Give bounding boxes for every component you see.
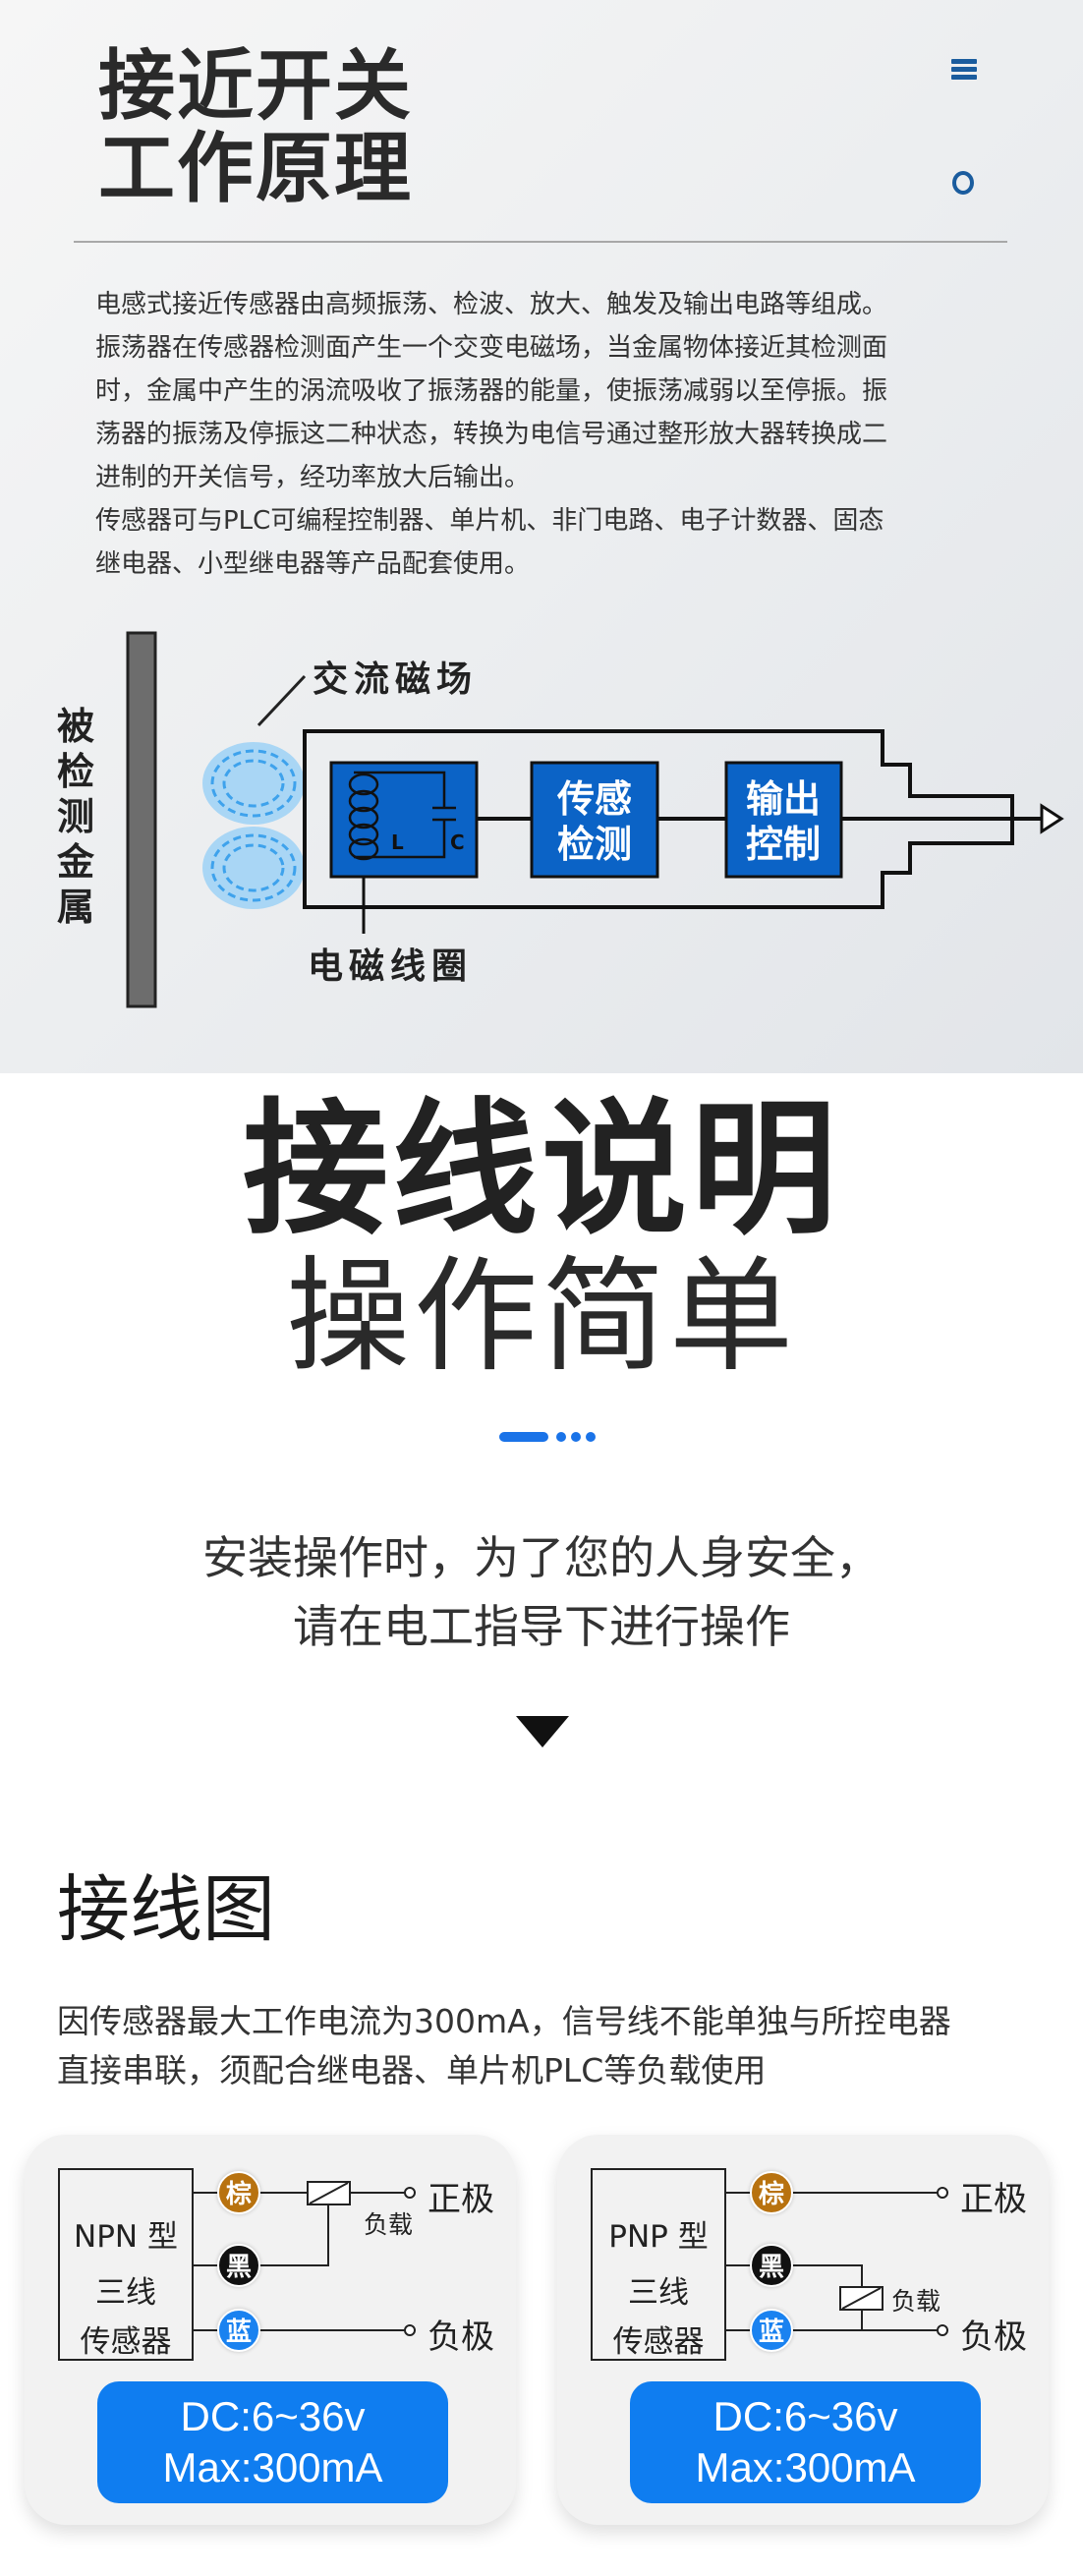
coil-icon xyxy=(348,773,379,861)
spec-box: DC:6~36v Max:300mA xyxy=(97,2381,448,2503)
lc-circuit xyxy=(354,771,456,859)
principle-paragraph: 电感式接近传感器由高频振荡、检波、放大、触发及输出电路等组成。 振荡器在传感器检… xyxy=(95,283,1019,586)
wiring-subheadline: 操作简单 xyxy=(286,1244,797,1389)
metal-label: 被检测金属 xyxy=(57,705,95,929)
metal-plate xyxy=(126,631,157,1008)
pnp-wiring-lines xyxy=(591,2168,948,2361)
wiring-note-line-2: 直接串联，须配合继电器、单片机PLC等负载使用 xyxy=(57,2051,767,2089)
output-block-line-1: 输出 xyxy=(746,777,821,821)
current-spec: Max:300mA xyxy=(162,2444,383,2490)
sensor-word: 传感器 xyxy=(80,2324,172,2360)
inductor-label: L xyxy=(391,830,404,854)
spec-box: DC:6~36v Max:300mA xyxy=(630,2381,981,2503)
principle-title-line-1: 接近开关 xyxy=(98,42,414,131)
divider xyxy=(74,241,1007,243)
load-label: 负载 xyxy=(364,2210,414,2239)
principle-title-line-2: 工作原理 xyxy=(98,125,414,213)
output-block-line-2: 控制 xyxy=(746,823,821,866)
black-wire-badge: 黑 xyxy=(217,2244,260,2287)
paragraph-line: 荡器的振荡及停振这二种状态，转换为电信号通过整形放大器转换成二 xyxy=(95,420,888,449)
wiring-note-line-1: 因传感器最大工作电流为300mA，信号线不能单独与所控电器 xyxy=(57,2002,951,2040)
proximity-switch-diagram: L C 传感 检测 输出 控制 xyxy=(126,631,1064,1008)
paragraph-line: 电感式接近传感器由高频振荡、检波、放大、触发及输出电路等组成。 xyxy=(95,290,888,319)
brown-wire-badge: 棕 xyxy=(750,2171,793,2214)
principle-section xyxy=(0,0,1083,1073)
sensor-word: 传感器 xyxy=(612,2324,705,2360)
voltage-spec: DC:6~36v xyxy=(180,2393,366,2439)
paragraph-line: 继电器、小型继电器等产品配套使用。 xyxy=(95,549,531,579)
terminal-icon xyxy=(937,2324,948,2336)
capacitor-label: C xyxy=(450,830,465,854)
sensor-lines: 三线 xyxy=(628,2275,689,2311)
field-label: 交流磁场 xyxy=(313,659,479,700)
sense-block-line-1: 传感 xyxy=(556,777,632,821)
paragraph-line: 时，金属中产生的涡流吸收了振荡器的能量，使振荡减弱以至停振。振 xyxy=(95,376,888,406)
load-label: 负载 xyxy=(891,2287,941,2316)
chevron-down-icon xyxy=(516,1716,569,1747)
paragraph-line: 振荡器在传感器检测面产生一个交变电磁场，当金属物体接近其检测面 xyxy=(95,333,888,363)
paragraph-line: 传感器可与PLC可编程控制器、单片机、非门电路、电子计数器、固态 xyxy=(95,506,884,536)
pnp-wiring-card: PNP 型 三线 传感器 棕 黑 蓝 正极 负极 负载 DC:6~36v Max… xyxy=(557,2135,1049,2525)
negative-label: 负极 xyxy=(428,2318,494,2357)
positive-label: 正极 xyxy=(428,2180,494,2219)
output-arrow-icon xyxy=(1040,803,1064,834)
terminal-icon xyxy=(404,2324,416,2336)
black-wire-badge: 黑 xyxy=(750,2244,793,2287)
field-leader-line xyxy=(256,674,307,727)
npn-wiring-card: NPN 型 三线 传感器 棕 黑 蓝 正极 负极 负载 DC:6~36v Max… xyxy=(25,2135,516,2525)
blue-wire-badge: 蓝 xyxy=(217,2309,260,2352)
sensor-type: PNP 型 xyxy=(608,2219,709,2255)
terminal-icon xyxy=(404,2187,416,2199)
safety-line-2: 请在电工指导下进行操作 xyxy=(293,1600,790,1653)
sense-block xyxy=(530,761,659,879)
output-block xyxy=(724,761,843,879)
voltage-spec: DC:6~36v xyxy=(712,2393,898,2439)
wiring-title: 接线图 xyxy=(57,1867,275,1952)
sensor-type: NPN 型 xyxy=(74,2219,178,2255)
sense-block-line-2: 检测 xyxy=(557,823,632,866)
terminal-icon xyxy=(937,2187,948,2199)
sensor-lines: 三线 xyxy=(95,2275,156,2311)
brown-wire-badge: 棕 xyxy=(217,2171,260,2214)
circle-icon xyxy=(952,171,974,195)
coil-label: 电磁线圈 xyxy=(308,946,474,987)
wiring-headline: 接线说明 xyxy=(243,1085,840,1254)
negative-label: 负极 xyxy=(960,2318,1027,2357)
positive-label: 正极 xyxy=(960,2180,1027,2219)
menu-icon[interactable] xyxy=(951,59,977,83)
section-dots-icon xyxy=(499,1432,596,1442)
blue-wire-badge: 蓝 xyxy=(750,2309,793,2352)
paragraph-line: 进制的开关信号，经功率放大后输出。 xyxy=(95,463,531,492)
sensor-housing xyxy=(303,729,1014,909)
magnetic-field-icon xyxy=(202,742,305,909)
current-spec: Max:300mA xyxy=(695,2444,916,2490)
safety-line-1: 安装操作时，为了您的人身安全， xyxy=(202,1531,881,1584)
